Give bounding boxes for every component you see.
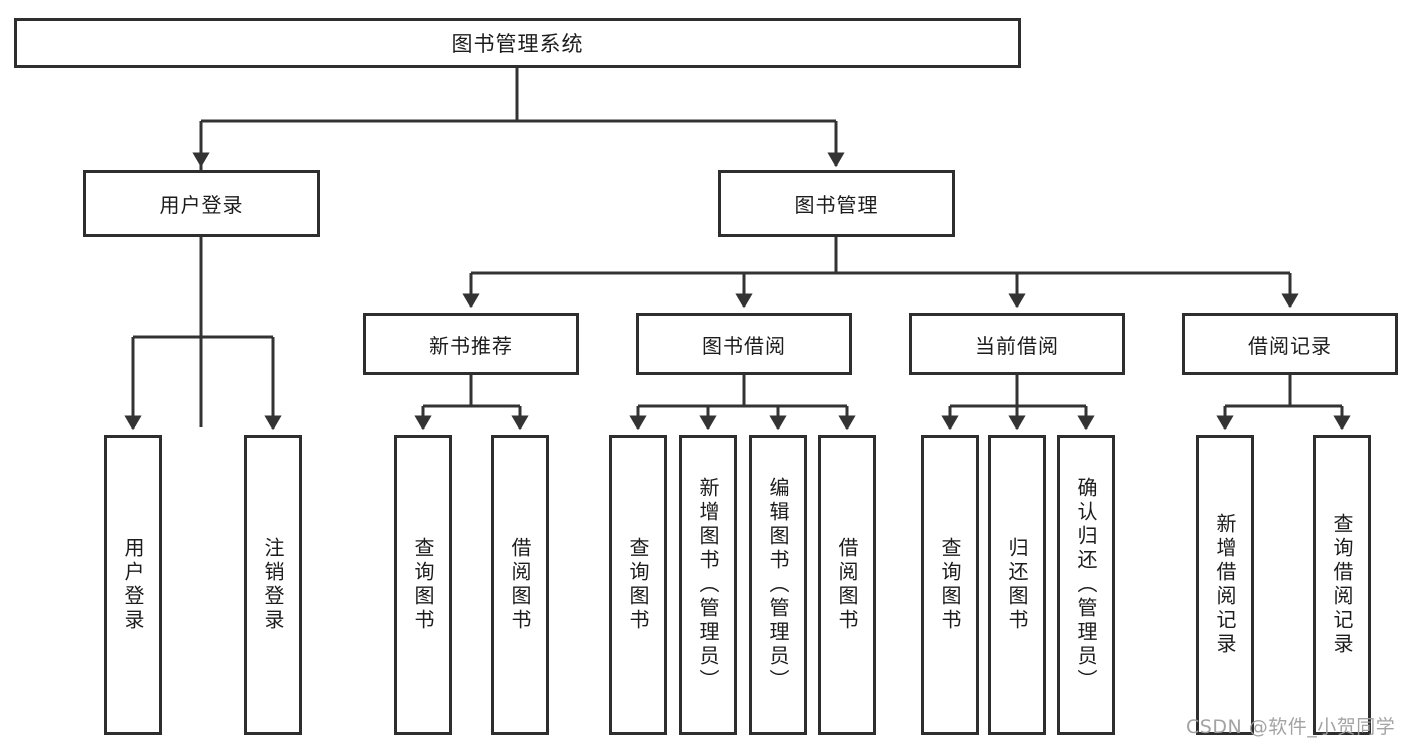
node-new-book-recommend: 新书推荐 [363,313,579,375]
node-root-system: 图书管理系统 [14,18,1021,68]
leaf-query-book-recommend: 查询图书 [394,435,452,735]
leaf-query-book-borrow: 查询图书 [609,435,667,735]
leaf-borrow-book-recommend: 借阅图书 [491,435,549,735]
csdn-watermark: CSDN @软件_小贺同学 [1186,716,1396,738]
node-book-borrowing: 图书借阅 [636,313,852,375]
node-borrow-records: 借阅记录 [1182,313,1398,375]
edge-user-login-children [124,237,282,431]
leaf-borrow-book-borrow: 借阅图书 [818,435,876,735]
edge-current-borrow-children [941,375,1095,431]
leaf-query-borrow-record: 查询借阅记录 [1313,435,1371,735]
node-book-management: 图书管理 [718,170,955,237]
edge-book-borrow-children [629,375,856,431]
edge-book-mgmt-children [462,237,1299,309]
leaf-add-book-admin: 新增图书（管理员） [679,435,737,735]
leaf-user-login: 用户登录 [104,435,162,735]
node-current-borrowing: 当前借阅 [909,313,1125,375]
node-user-login: 用户登录 [83,170,320,237]
leaf-logout: 注销登录 [244,435,302,735]
leaf-query-book-current: 查询图书 [921,435,979,735]
leaf-return-book: 归还图书 [988,435,1046,735]
leaf-add-borrow-record: 新增借阅记录 [1196,435,1254,735]
edge-borrow-records-children [1216,375,1351,431]
edge-new-book-rec-children [414,375,529,431]
leaf-edit-book-admin: 编辑图书（管理员） [749,435,807,735]
leaf-confirm-return-admin: 确认归还（管理员） [1057,435,1115,735]
